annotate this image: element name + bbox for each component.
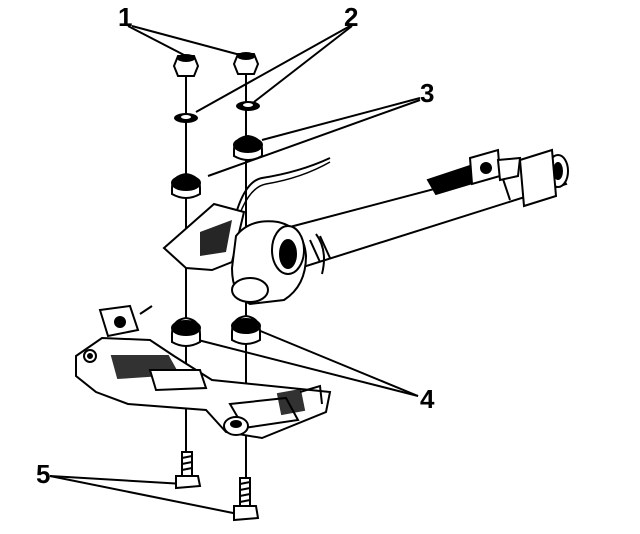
base-mounting-bracket: [75, 304, 332, 440]
upper-insulator-right: [233, 134, 263, 161]
lower-insulator-right: [231, 314, 261, 345]
leader-lines: [49, 25, 421, 515]
leader-4a: [197, 339, 419, 397]
leader-2a: [195, 25, 351, 113]
universal-joint: [230, 220, 325, 306]
leader-3b: [207, 99, 421, 177]
lever-clip: [426, 148, 522, 196]
leader-4b: [257, 329, 419, 397]
callout-4-label: 4: [420, 384, 435, 414]
leader-5a: [49, 475, 185, 485]
nut-left: [172, 54, 200, 77]
leader-2b: [253, 25, 353, 103]
leader-3a: [261, 97, 421, 141]
callout-3-label: 3: [420, 78, 435, 108]
callout-1-label: 1: [118, 2, 133, 32]
callout-5-label: 5: [36, 459, 51, 489]
bolt-left: [175, 451, 202, 490]
shift-rod-assembly: [284, 148, 569, 270]
leader-1b: [131, 25, 245, 57]
washer-right: [236, 101, 260, 111]
linkage-bracket-shadow: [200, 220, 232, 256]
washer-left: [174, 113, 198, 123]
leader-1a: [127, 25, 187, 57]
callout-2-label: 2: [344, 2, 359, 32]
nut-right: [232, 52, 260, 75]
upper-insulator-left: [171, 172, 201, 199]
lower-insulator-left: [171, 316, 201, 347]
bolt-right: [233, 477, 260, 522]
leader-5b: [49, 475, 239, 515]
